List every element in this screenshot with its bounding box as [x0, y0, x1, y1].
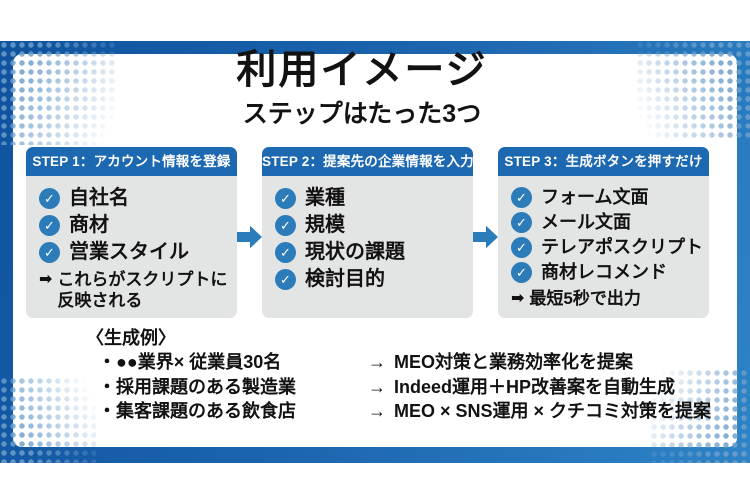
- note-line: 最短5秒で出力: [529, 289, 641, 308]
- step-3-column: STEP 3：生成ボタンを押すだけ ✓ フォーム文面 ✓ メール文面 ✓ テレア: [498, 147, 709, 318]
- bullet-icon: ・: [98, 376, 116, 397]
- note-line: これらがスクリプトに: [57, 270, 228, 289]
- check-icon: ✓: [275, 269, 296, 290]
- list-item-label: 営業スタイル: [69, 241, 189, 263]
- check-icon: ✓: [39, 242, 60, 263]
- list-item: ✓ メール文面: [511, 210, 703, 235]
- arrow-right-icon: ➡: [39, 271, 53, 288]
- list-item: ✓ 営業スタイル: [39, 239, 231, 266]
- step-2-header: STEP 2：提案先の企業情報を入力: [262, 147, 474, 176]
- check-icon: ✓: [511, 237, 532, 258]
- example-row: ・ 集客課題のある飲食店 → MEO × SNS運用 × クチコミ対策を提案: [98, 399, 711, 424]
- list-item: ✓ 業種: [275, 185, 467, 212]
- list-item: ✓ 自社名: [39, 185, 231, 212]
- list-item-label: 商材: [69, 214, 109, 236]
- flow-arrow-icon: [473, 225, 498, 249]
- example-input: 集客課題のある飲食店: [116, 401, 296, 421]
- example-output: Indeed運用＋HP改善案を自動生成: [394, 376, 676, 397]
- example-output: MEO × SNS運用 × クチコミ対策を提案: [394, 401, 712, 421]
- step-1-body: ✓ 自社名 ✓ 商材 ✓ 営業スタイル ➡: [26, 176, 237, 318]
- list-item: ✓ 規模: [275, 212, 467, 239]
- step-3-note: ➡ 最短5秒で出力: [511, 288, 703, 309]
- example-input: ●●業界× 従業員30名: [116, 352, 282, 372]
- check-icon: ✓: [39, 188, 60, 209]
- list-item: ✓ 現状の課題: [275, 239, 467, 266]
- check-icon: ✓: [39, 215, 60, 236]
- check-icon: ✓: [275, 242, 296, 263]
- list-item-label: 規模: [305, 214, 345, 236]
- arrow-icon: →: [368, 352, 386, 372]
- check-icon: ✓: [511, 262, 532, 283]
- list-item: ✓ 検討目的: [275, 266, 467, 293]
- list-item: ✓ 商材: [39, 212, 231, 239]
- examples-label: 〈生成例〉: [86, 328, 176, 348]
- list-item-label: 現状の課題: [305, 241, 405, 263]
- bullet-icon: ・: [98, 401, 116, 421]
- step-2-column: STEP 2：提案先の企業情報を入力 ✓ 業種 ✓ 規模 ✓ 現状の課題: [262, 147, 474, 318]
- page-title: 利用イメージ: [236, 48, 488, 92]
- list-item-label: 自社名: [69, 187, 129, 209]
- example-row: ・ ●●業界× 従業員30名 → MEO対策と業務効率化を提案: [98, 350, 711, 375]
- page-subtitle: ステップはたった3つ: [242, 100, 482, 128]
- step-1-note-text: これらがスクリプトに 反映される: [57, 269, 227, 311]
- list-item-label: 業種: [305, 187, 345, 209]
- list-item-label: フォーム文面: [541, 187, 649, 207]
- step-1-column: STEP 1：アカウント情報を登録 ✓ 自社名 ✓ 商材 ✓ 営業スタイル: [26, 147, 237, 318]
- blue-frame: 利用イメージ ステップはたった3つ STEP 1：アカウント情報を登録 ✓ 自社…: [0, 41, 750, 463]
- step-3-body: ✓ フォーム文面 ✓ メール文面 ✓ テレアポスクリプト ✓: [498, 176, 709, 318]
- generation-examples: 〈生成例〉 ・ ●●業界× 従業員30名 → MEO対策と業務効率化を提案 ・ …: [86, 327, 711, 424]
- check-icon: ✓: [511, 212, 532, 233]
- step-1-header: STEP 1：アカウント情報を登録: [26, 147, 237, 176]
- check-icon: ✓: [275, 215, 296, 236]
- card-content: 利用イメージ ステップはたった3つ STEP 1：アカウント情報を登録 ✓ 自社…: [0, 41, 724, 434]
- step-3-header: STEP 3：生成ボタンを押すだけ: [498, 147, 709, 176]
- arrow-right-icon: ➡: [511, 290, 525, 307]
- example-output: MEO対策と業務効率化を提案: [394, 352, 633, 372]
- list-item-label: メール文面: [541, 212, 631, 232]
- arrow-icon: →: [368, 376, 386, 397]
- check-icon: ✓: [275, 188, 296, 209]
- flow-arrow-icon: [237, 225, 262, 249]
- note-line: 反映される: [57, 291, 143, 310]
- step-3-note-text: 最短5秒で出力: [529, 288, 640, 309]
- example-input: 採用課題のある製造業: [116, 376, 296, 397]
- list-item-label: 検討目的: [305, 268, 385, 290]
- steps-row: STEP 1：アカウント情報を登録 ✓ 自社名 ✓ 商材 ✓ 営業スタイル: [26, 147, 709, 318]
- list-item: ✓ フォーム文面: [511, 185, 703, 210]
- list-item: ✓ テレアポスクリプト: [511, 235, 703, 260]
- arrow-icon: →: [368, 401, 386, 421]
- step-1-note: ➡ これらがスクリプトに 反映される: [39, 269, 231, 311]
- step-2-body: ✓ 業種 ✓ 規模 ✓ 現状の課題 ✓ 検討目的: [262, 176, 473, 318]
- bullet-icon: ・: [98, 352, 116, 372]
- list-item-label: テレアポスクリプト: [541, 237, 703, 257]
- check-icon: ✓: [511, 187, 532, 208]
- list-item: ✓ 商材レコメンド: [511, 260, 703, 285]
- example-row: ・ 採用課題のある製造業 → Indeed運用＋HP改善案を自動生成: [98, 375, 711, 400]
- list-item-label: 商材レコメンド: [541, 262, 667, 282]
